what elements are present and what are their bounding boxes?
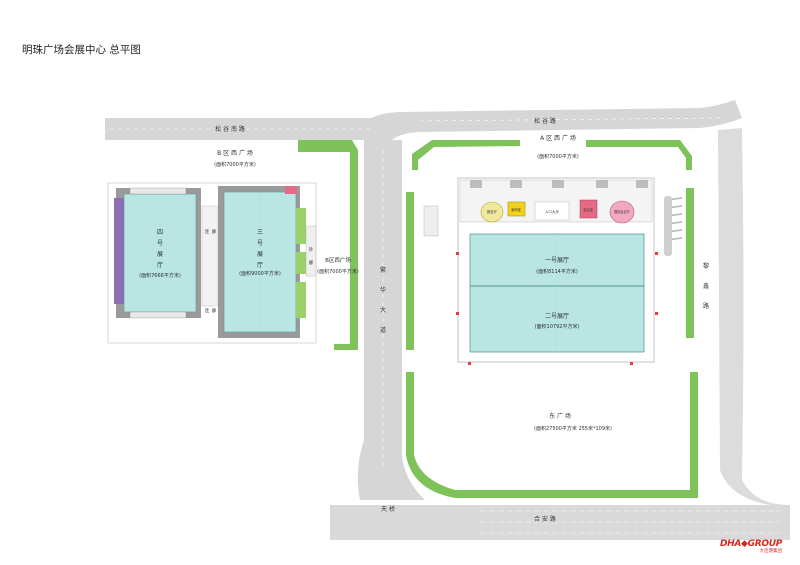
logo-text: DHA◆GROUP: [719, 538, 782, 549]
room-report-hall: [480, 201, 504, 223]
b-zone: [107, 182, 317, 344]
hall-3-green-annex-mid: [296, 252, 306, 274]
label-b-west-plaza-side: B区西广场: [325, 256, 351, 264]
label-lixin-2: 鑫: [703, 282, 709, 290]
label-lixin-1: 黎: [703, 262, 709, 270]
label-tianqiao: 天 桥: [381, 505, 395, 513]
hall-3-green-annex-bottom: [296, 282, 306, 318]
green-belt-east-plaza: [406, 372, 698, 498]
label-fanhua-2: 华: [380, 286, 386, 294]
label-songgu-road: 松 谷 路: [534, 117, 556, 125]
fanhua-avenue: [357, 140, 425, 500]
label-east-plaza: 东 广 场: [549, 412, 571, 420]
a-zone: [423, 177, 683, 365]
label-room-meeting: 会议室: [583, 207, 593, 212]
a-zone-building-outline: [457, 177, 655, 363]
label-lixin-3: 路: [703, 302, 709, 310]
label-east-plaza-area: (面积27500平方米 255米*109米): [534, 425, 612, 432]
lixin-road: [718, 128, 790, 505]
hall-3-red-room: [285, 186, 297, 194]
label-songgu-nan-road: 松 谷 南 路: [215, 125, 245, 133]
road-network: [105, 100, 790, 540]
green-belt-b-top: [298, 140, 358, 350]
songgu-road: [372, 100, 742, 140]
logo-subtext: 大连港集团: [759, 548, 783, 554]
hall-3-green-annex-top: [296, 208, 306, 244]
label-hall-3-char-1: 三: [257, 229, 263, 236]
hall-4-west-annex: [114, 198, 124, 304]
label-hall-2: 二号展厅: [545, 313, 569, 320]
label-corridor-top-1: 连: [205, 228, 210, 235]
west-hall-structure: [305, 225, 317, 277]
hall-3: [218, 186, 306, 338]
label-b-west-plaza-top-area: (面积7000平方米): [214, 161, 256, 168]
hean-road: [330, 505, 790, 540]
label-b-west-plaza-top: B 区 西 广 场: [217, 149, 253, 157]
corridor-between-halls: [201, 205, 219, 307]
green-belt-a-top-left: [412, 140, 520, 170]
label-fanhua-3: 大: [380, 306, 386, 314]
room-news: [507, 201, 526, 217]
label-west-hall-2: 廊: [309, 259, 314, 266]
label-hall-4-char-4: 厅: [157, 262, 163, 269]
hall-4: [114, 187, 201, 319]
label-hall-1-area: (面积8114平方米): [536, 268, 578, 275]
label-corridor-bottom-1: 连: [205, 307, 210, 314]
green-belt-a-top-right: [586, 140, 692, 170]
label-hall-4-char-1: 四: [157, 229, 163, 236]
label-room-international: 国际会议厅: [614, 209, 631, 214]
map-labels: 松 谷 南 路 松 谷 路 繁 华 大 道 黎 鑫 路 合 安 路 天 桥 B …: [139, 117, 709, 523]
label-room-report: 报告厅: [487, 209, 498, 214]
label-hall-3-char-3: 展: [257, 251, 263, 258]
label-fanhua-1: 繁: [380, 266, 386, 274]
label-fanhua-4: 道: [380, 326, 386, 334]
label-hall-3-char-2: 号: [257, 240, 263, 247]
label-b-west-plaza-side-area: (面积7000平方米): [317, 268, 359, 275]
room-meeting: [579, 199, 598, 219]
label-room-news: 新闻室: [511, 207, 521, 212]
label-hean-road: 合 安 路: [534, 515, 556, 523]
green-belt-a-left: [406, 192, 414, 350]
green-belt-a-right: [686, 188, 694, 338]
label-hall-4-char-2: 号: [157, 240, 163, 247]
green-belts: [298, 140, 698, 498]
a-zone-west-gate: [423, 205, 439, 237]
label-hall-4-area: (面积7666平方米): [139, 272, 181, 279]
label-a-west-plaza: A 区 西 广 场: [540, 134, 576, 142]
label-corridor-top-2: 廊: [212, 228, 217, 235]
label-entrance-hall: 入口大厅: [545, 209, 560, 214]
page-title: 明珠广场会展中心 总平图: [22, 44, 141, 56]
label-hall-3-char-4: 厅: [257, 262, 263, 269]
label-hall-4-char-3: 展: [157, 251, 163, 258]
entrance-hall: [534, 201, 570, 221]
label-a-west-plaza-area: (面积7000平方米): [537, 153, 579, 160]
room-international-conference: [609, 200, 635, 224]
label-hall-1: 一号展厅: [545, 257, 569, 264]
label-hall-3-area: (面积9000平方米): [239, 270, 281, 277]
label-hall-2-area: (面积10792平方米): [535, 323, 580, 330]
dha-group-logo: DHA◆GROUP 大连港集团: [719, 538, 783, 555]
label-corridor-bottom-2: 廊: [212, 307, 217, 314]
label-west-hall-1: 外: [309, 246, 314, 253]
